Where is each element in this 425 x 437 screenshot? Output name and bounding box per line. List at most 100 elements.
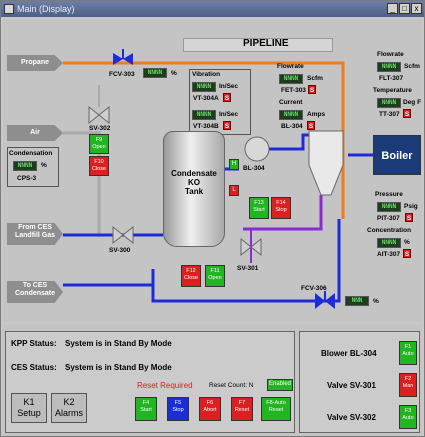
boiler-box: Boiler — [373, 135, 421, 175]
fcv303-label: FCV-303 — [109, 71, 135, 78]
fcv303-unit: % — [171, 70, 177, 77]
flt307-title: Flowrate — [377, 51, 404, 58]
valve-sv301-label: Valve SV-301 — [327, 381, 376, 390]
propane-inlet: Propane — [7, 55, 63, 71]
fet303-unit: Scfm — [307, 75, 323, 82]
vibration-a-readout: NNNN — [192, 82, 216, 92]
maximize-button[interactable]: □ — [399, 3, 410, 14]
vibration-b-unit: In/Sec — [219, 111, 239, 118]
air-inlet: Air — [7, 125, 63, 141]
window-icon — [4, 4, 14, 14]
current-tag: BL-304 — [281, 123, 303, 130]
blower-start-button[interactable]: F13 Start — [249, 197, 269, 219]
k2-alarms-button[interactable]: K2 Alarms — [51, 393, 87, 423]
fcv306-label: FCV-306 — [301, 285, 327, 292]
pipeline-title: PIPELINE — [243, 38, 289, 49]
sv301-man-button[interactable]: F2 Man — [399, 373, 417, 397]
tank-low-indicator: L — [229, 185, 239, 196]
condensation-unit: % — [41, 162, 47, 169]
blower-tag: BL-304 — [243, 165, 265, 172]
sv301-label: SV-301 — [237, 265, 259, 272]
current-title: Current — [279, 99, 303, 106]
sv300-valve — [112, 225, 124, 245]
current-readout: NNNN — [279, 110, 303, 120]
f8-auto-reset-button[interactable]: F8-Auto Reset — [261, 397, 291, 421]
flt307-unit: Scfm — [404, 63, 420, 70]
minimize-button[interactable]: _ — [387, 3, 398, 14]
blower-stop-button[interactable]: F14 Stop — [271, 197, 291, 219]
sv301-open-button[interactable]: F11 Open — [205, 265, 225, 287]
tank-high-indicator: H — [229, 159, 239, 170]
f6-abort-button[interactable]: F6 Abort — [199, 397, 221, 421]
ces-status-value: System is in Stand By Mode — [65, 363, 172, 372]
condensate-return-pipe — [243, 195, 323, 231]
enabled-indicator: Enabled — [267, 379, 293, 391]
vibration-title: Vibration — [192, 71, 221, 78]
tt307-tag: TT-307 — [379, 111, 400, 118]
ces-status-label: CES Status: — [11, 363, 57, 372]
blower-bl304-label: Blower BL-304 — [321, 349, 377, 358]
condensate-pipe — [151, 219, 341, 303]
process-diagram: PIPELINE Propane Air From CES Landfill G… — [3, 19, 422, 322]
fcv303-valve — [113, 53, 123, 65]
vibration-b-status-badge[interactable]: S — [223, 121, 231, 130]
sv301-valve — [240, 237, 252, 257]
sv300-label: SV-300 — [109, 247, 131, 254]
pit307-title: Pressure — [375, 191, 403, 198]
sv302-valve — [88, 105, 100, 125]
fcv303-readout: NNNN — [143, 68, 167, 78]
tt307-status-badge[interactable]: S — [403, 109, 411, 118]
air-pipe — [63, 131, 101, 237]
cyclone-separator — [308, 130, 344, 196]
pit307-status-badge[interactable]: S — [405, 213, 413, 222]
fet303-title: Flowrate — [277, 63, 304, 70]
condensate-ko-tank — [163, 131, 225, 247]
condensation-tag: CPS-3 — [17, 175, 37, 182]
pipeline-title-box — [183, 38, 333, 52]
flt307-tag: FLT-307 — [379, 75, 404, 82]
window-title: Main (Display) — [17, 4, 75, 14]
sv302-close-button[interactable]: F10 Close — [89, 156, 109, 176]
fcv306-unit: % — [373, 298, 379, 305]
current-status-badge[interactable]: S — [307, 121, 315, 130]
kpp-status-value: System is in Stand By Mode — [65, 339, 172, 348]
from-ces-inlet: From CES Landfill Gas — [7, 223, 63, 245]
close-button[interactable]: x — [411, 3, 422, 14]
vibration-b-readout: NNNN — [192, 110, 216, 120]
vibration-a-status-badge[interactable]: S — [223, 93, 231, 102]
title-bar: Main (Display) _ □ x — [1, 1, 424, 17]
sv302-label: SV-302 — [89, 125, 111, 132]
to-ces-outlet: To CES Condensate — [7, 281, 63, 303]
ait307-unit: % — [404, 239, 410, 246]
condensation-readout: NNNN — [13, 161, 37, 171]
vibration-a-tag: VT-304A — [193, 95, 219, 102]
blower-auto-button[interactable]: F1 Auto — [399, 341, 417, 365]
sv302-auto-button[interactable]: F3 Auto — [399, 405, 417, 429]
tt307-title: Temperature — [373, 87, 412, 94]
tt307-unit: Deg F — [403, 99, 422, 106]
k1-setup-button[interactable]: K1 Setup — [11, 393, 47, 423]
pit307-unit: Psig — [404, 203, 418, 210]
fet303-status-badge[interactable]: S — [308, 85, 316, 94]
vibration-a-unit: In/Sec — [219, 83, 239, 90]
tt307-readout: NNNN — [377, 98, 401, 108]
flt307-readout: NNNN — [377, 62, 401, 72]
f7-reset-button[interactable]: F7 Reset — [231, 397, 253, 421]
valve-sv302-label: Valve SV-302 — [327, 413, 376, 422]
sv301-close-button[interactable]: F12 Close — [181, 265, 201, 287]
sv302-open-button[interactable]: F9 Open — [89, 134, 109, 154]
vibration-b-tag: VT-304B — [193, 123, 219, 130]
ait307-tag: AIT-307 — [377, 251, 401, 258]
ait307-title: Concentration — [367, 227, 412, 234]
reset-count-text: Reset Count: N — [209, 382, 254, 389]
ait307-status-badge[interactable]: S — [403, 249, 411, 258]
fet303-tag: FET-303 — [281, 87, 306, 94]
f4-start-button[interactable]: F4 Start — [135, 397, 157, 421]
reset-required-text: Reset Required — [137, 381, 193, 390]
f5-stop-button[interactable]: F5 Stop — [167, 397, 189, 421]
pit307-tag: PIT-307 — [377, 215, 400, 222]
pipe-network — [63, 49, 373, 309]
kpp-status-label: KPP Status: — [11, 339, 57, 348]
ait307-readout: NNNN — [377, 238, 401, 248]
